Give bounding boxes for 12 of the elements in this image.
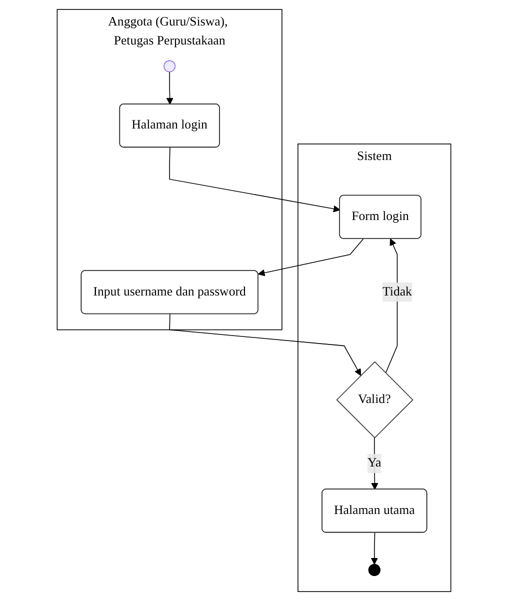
arrow xyxy=(168,147,340,212)
edge-label: Tidak xyxy=(382,284,412,299)
arrow xyxy=(370,532,378,565)
arrow xyxy=(257,238,364,276)
node-diamond xyxy=(336,361,413,438)
arrow xyxy=(168,314,361,376)
arrow xyxy=(370,437,378,490)
cluster xyxy=(297,144,451,592)
arrow xyxy=(166,71,173,105)
node-circle xyxy=(163,60,176,72)
cluster xyxy=(56,9,282,330)
edge-label: Ya xyxy=(367,456,381,470)
